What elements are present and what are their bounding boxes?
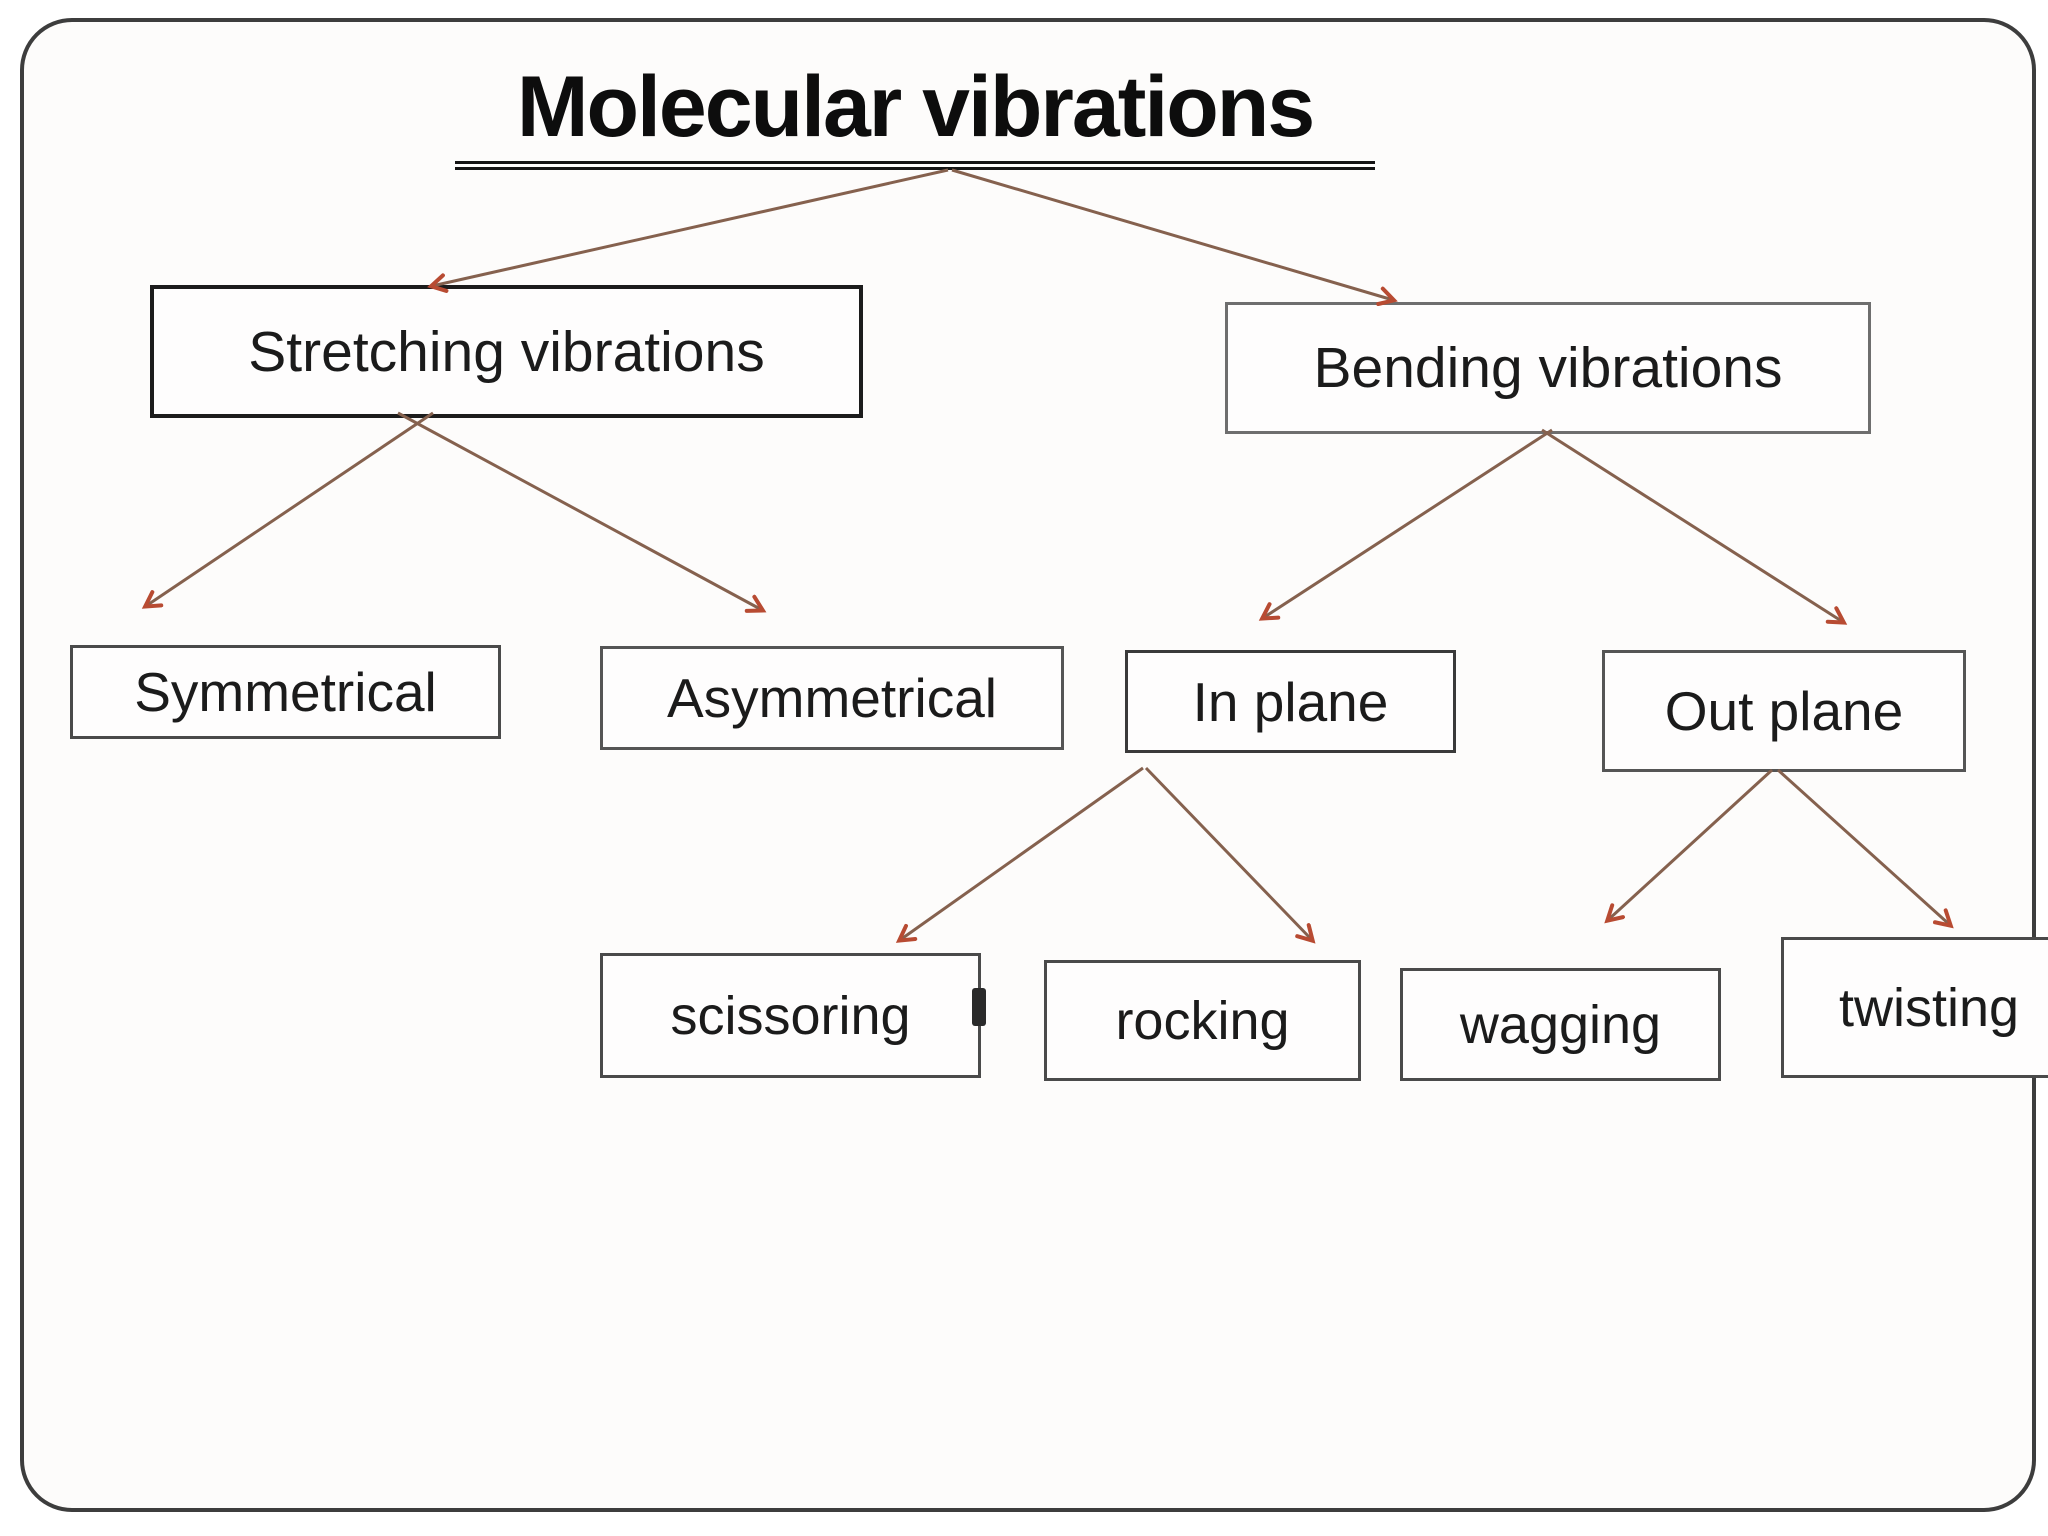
node-label: In plane [1192,670,1389,733]
node-label: scissoring [670,985,911,1046]
node-label: twisting [1838,977,2020,1038]
node-asymmetrical: Asymmetrical [600,646,1064,750]
node-label: Symmetrical [134,661,437,723]
node-out-plane: Out plane [1602,650,1966,772]
node-twisting: twisting [1781,937,2048,1078]
node-wagging: wagging [1400,968,1721,1081]
node-label: Stretching vibrations [248,319,765,384]
node-label: rocking [1115,990,1290,1051]
node-label: Asymmetrical [666,667,998,729]
node-in-plane: In plane [1125,650,1456,753]
node-label: Bending vibrations [1313,336,1783,400]
node-label: wagging [1459,994,1662,1055]
node-scissoring: scissoring [600,953,981,1078]
diagram-title: Molecular vibrations [455,58,1375,170]
node-bending-vibrations: Bending vibrations [1225,302,1871,434]
node-symmetrical: Symmetrical [70,645,501,739]
node-label: Out plane [1664,680,1904,742]
node-rocking: rocking [1044,960,1361,1081]
node-stretching-vibrations: Stretching vibrations [150,285,863,418]
ink-smudge [972,988,986,1026]
